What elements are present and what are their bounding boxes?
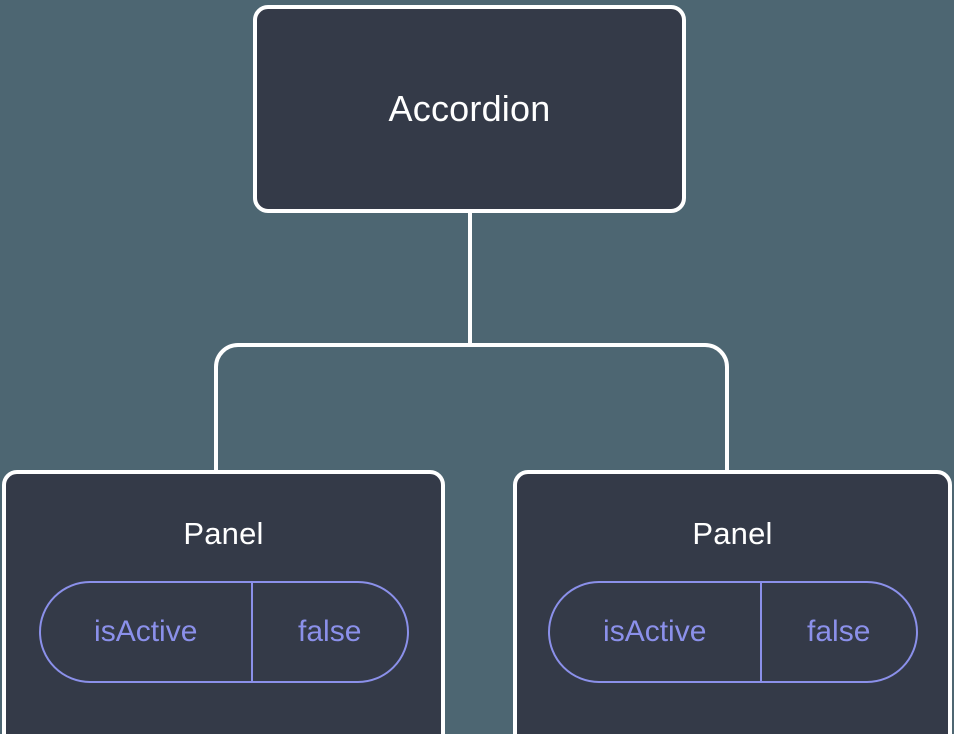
edge-branch-right xyxy=(470,343,729,474)
node-panel-2-title: Panel xyxy=(692,516,773,551)
node-panel-1-prop-key: isActive xyxy=(41,583,253,681)
node-panel-2[interactable]: Panel isActive false xyxy=(513,470,952,734)
edge-branch-left xyxy=(214,343,470,474)
node-panel-1-prop-value: false xyxy=(298,615,362,648)
node-panel-1-title: Panel xyxy=(183,516,264,551)
node-panel-2-prop-pill[interactable]: isActive false xyxy=(547,581,918,683)
node-panel-1[interactable]: Panel isActive false xyxy=(2,470,445,734)
node-accordion[interactable]: Accordion xyxy=(253,5,686,213)
node-panel-2-prop-value: false xyxy=(807,615,871,648)
node-panel-2-prop-key: isActive xyxy=(550,583,762,681)
node-accordion-title: Accordion xyxy=(388,88,551,129)
node-panel-1-prop-pill[interactable]: isActive false xyxy=(38,581,409,683)
